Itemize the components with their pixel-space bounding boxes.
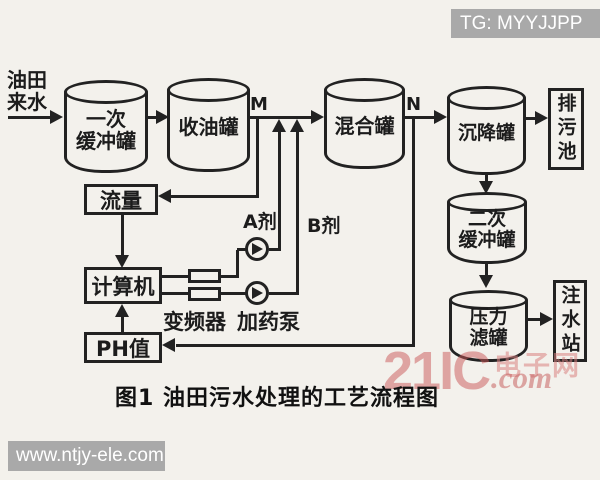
oil-to-mixing-arrow-icon — [311, 110, 324, 124]
tank-mixing-label: 混合罐 — [334, 114, 395, 138]
inverter-label: 变频器 — [163, 310, 226, 334]
tank-primary-buffer-body — [64, 92, 148, 173]
filter-to-injection-line — [528, 318, 542, 321]
tank-oil-collect: 收油罐 — [167, 78, 250, 172]
settling-to-drain-line — [526, 117, 538, 120]
tank-pressure-filter-label1: 压力 — [469, 306, 508, 328]
computer-to-inverter1-line — [162, 275, 188, 278]
computer-to-inverter2-line — [162, 292, 188, 295]
settling-to-buffer2-line — [485, 175, 488, 183]
tank-mixing: 混合罐 — [324, 78, 405, 169]
flow-to-computer-line — [121, 215, 124, 257]
dosing-pump-a — [245, 237, 269, 261]
buffer2-to-filter-line — [485, 263, 488, 276]
inverter-rect-1 — [188, 269, 221, 283]
buffer1-to-oil-line — [146, 116, 160, 119]
tank-mixing-body — [324, 90, 405, 169]
ph-meter-box: PH值 — [84, 332, 162, 363]
inverter2-to-pumpb-line — [221, 292, 246, 295]
point-n-label: N — [406, 94, 422, 115]
footer-url-text: www.ntjy-ele.com — [16, 445, 164, 466]
figure-caption: 图1 油田污水处理的工艺流程图 — [115, 386, 439, 411]
tank-settling: 沉降罐 — [447, 86, 526, 175]
tank-primary-buffer-top — [64, 80, 148, 104]
drain-pool-label: 排污池 — [554, 93, 577, 165]
dosing-pump-b — [245, 281, 269, 305]
tank-primary-buffer-label2: 缓冲罐 — [76, 129, 136, 153]
tank-pressure-filter-label2: 滤罐 — [469, 327, 508, 349]
injection-station-box: 注水站 — [553, 280, 587, 362]
source-water-label: 油田 来水 — [7, 69, 47, 113]
m-branch-hline — [170, 195, 259, 198]
inlet-line — [8, 116, 54, 119]
computer-box: 计算机 — [84, 267, 162, 304]
inverter1-to-pumpa-line2 — [237, 248, 246, 251]
flow-to-computer-arrow-icon — [115, 255, 129, 268]
tank-secondary-buffer: 二次 缓冲罐 — [447, 192, 527, 264]
flow-meter-box: 流量 — [84, 184, 158, 215]
pump-a-arrow-icon — [252, 243, 263, 255]
tank-oil-collect-label: 收油罐 — [178, 115, 239, 139]
agent-b-label: B剂 — [307, 215, 341, 237]
pumpa-out-vline — [278, 130, 281, 250]
m-branch-arrow-icon — [158, 189, 171, 203]
computer-label: 计算机 — [91, 274, 155, 299]
tank-secondary-buffer-top — [447, 192, 527, 212]
injection-station-label: 注水站 — [558, 285, 581, 357]
tank-secondary-buffer-label1: 二次 — [467, 208, 506, 230]
oil-to-mixing-line — [250, 116, 312, 119]
watermark-com-suffix: .com — [491, 360, 553, 395]
pumpa-out-hline — [269, 248, 281, 251]
flow-meter-label: 流量 — [100, 188, 142, 213]
tank-pressure-filter-top — [449, 290, 528, 310]
tank-oil-collect-body — [167, 90, 250, 172]
pumpb-out-hline — [269, 292, 299, 295]
inverter1-to-pumpa-vline — [236, 250, 239, 278]
ph-to-computer-arrow-icon — [115, 304, 129, 317]
tank-primary-buffer: 一次 缓冲罐 — [64, 80, 148, 173]
filter-to-injection-arrow-icon — [540, 312, 553, 326]
ph-to-computer-line — [121, 316, 124, 333]
tg-watermark-badge: TG: MYYJJPP — [451, 9, 600, 38]
pumpb-out-vline — [296, 130, 299, 294]
buffer1-to-oil-arrow-icon — [156, 110, 169, 124]
tank-secondary-buffer-body — [447, 202, 527, 264]
tank-settling-top — [447, 86, 526, 110]
tank-pressure-filter: 压力 滤罐 — [449, 290, 528, 362]
dosing-pump-label: 加药泵 — [237, 310, 300, 334]
tank-settling-label: 沉降罐 — [457, 122, 515, 144]
mixing-to-settling-arrow-icon — [434, 110, 447, 124]
tank-secondary-buffer-label2: 缓冲罐 — [458, 229, 516, 251]
tank-mixing-top — [324, 78, 405, 102]
source-water-line1: 油田 — [7, 68, 47, 92]
drain-pool-box: 排污池 — [548, 88, 584, 170]
point-m-label: M — [250, 94, 268, 115]
agent-a-label: A剂 — [243, 211, 277, 233]
tank-oil-collect-top — [167, 78, 250, 102]
ph-meter-label: PH值 — [96, 336, 150, 361]
inverter1-to-pumpa-line1 — [221, 275, 239, 278]
pumpa-dosing-arrow-icon — [272, 119, 286, 132]
settling-to-drain-arrow-icon — [535, 111, 548, 125]
m-branch-vline — [256, 118, 259, 198]
pump-b-arrow-icon — [252, 287, 263, 299]
tank-settling-body — [447, 98, 526, 175]
pumpb-dosing-arrow-icon — [290, 119, 304, 132]
tank-pressure-filter-body — [449, 300, 528, 362]
n-branch-arrow-icon — [162, 338, 175, 352]
footer-url-bar: www.ntjy-ele.com — [8, 441, 165, 471]
tank-primary-buffer-label1: 一次 — [86, 107, 126, 131]
inlet-arrow-icon — [50, 110, 63, 124]
n-branch-hline — [176, 344, 414, 347]
settling-to-buffer2-arrow-icon — [479, 181, 493, 194]
mixing-to-settling-line — [405, 116, 437, 119]
n-branch-vline — [412, 118, 415, 347]
buffer2-to-filter-arrow-icon — [479, 275, 493, 288]
tg-badge-text: TG: MYYJJPP — [460, 12, 583, 34]
inverter-rect-2 — [188, 287, 221, 301]
source-water-line2: 来水 — [7, 90, 47, 114]
